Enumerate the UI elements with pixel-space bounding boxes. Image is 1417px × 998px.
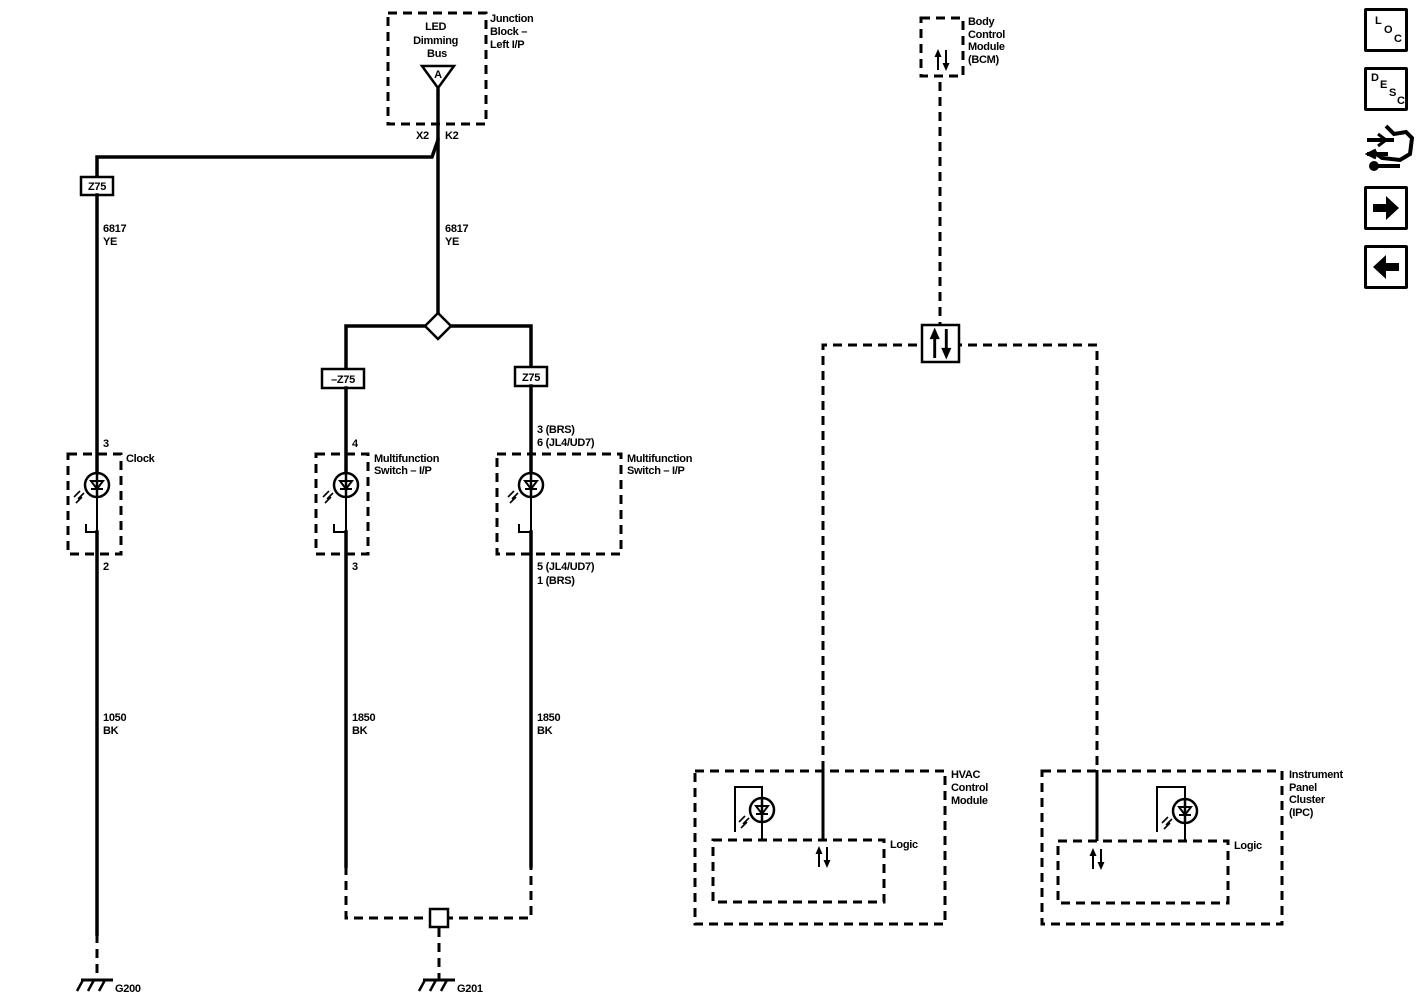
next-page-button[interactable] — [1364, 186, 1408, 230]
bus-connector-triangle — [419, 64, 457, 91]
loc-letter-c: C — [1394, 33, 1402, 45]
terminal-x2-label: X2 — [416, 130, 429, 142]
desc-letter-d: D — [1371, 72, 1379, 84]
connector-end-view-icon — [1364, 124, 1415, 171]
option-box-minus-z75 — [320, 367, 366, 390]
clock-pin-bottom: 2 — [103, 561, 109, 573]
hvac-module-label: HVAC Control Module — [951, 769, 991, 807]
mid-lamp-icon — [321, 471, 360, 505]
clock-component-outline — [66, 452, 123, 556]
ipc-lamp-circuit — [1156, 786, 1186, 832]
mid-switch-label: Multifunction Switch – I/P — [374, 453, 442, 477]
terminal-k2-label: K2 — [445, 130, 459, 142]
ipc-logic-block — [1056, 839, 1230, 905]
loc-letter-o: O — [1384, 24, 1393, 36]
junction-block-name: Junction Block – Left I/P — [490, 13, 536, 51]
clock-label: Clock — [126, 453, 156, 465]
previous-page-button[interactable] — [1364, 245, 1408, 289]
hvac-module-outline — [693, 769, 947, 926]
right-switch-outline — [495, 452, 623, 556]
left-circuit-label: 6817 YE — [103, 223, 129, 248]
description-button[interactable]: D E S C — [1364, 67, 1408, 111]
mid-pin-top: 4 — [352, 438, 359, 450]
clock-lamp-icon — [72, 471, 111, 505]
ground-icon-g201 — [417, 978, 457, 993]
ipc-lamp-icon — [1160, 797, 1199, 831]
mid-switch-outline — [314, 452, 370, 556]
mid-pin-bottom: 3 — [352, 561, 358, 573]
serial-data-splice-box — [920, 323, 961, 364]
option-label-z75-right: Z75 — [522, 372, 540, 384]
clock-pin-top: 3 — [103, 438, 109, 450]
hvac-logic-label: Logic — [890, 839, 918, 851]
ground-splice-dashed — [344, 866, 533, 920]
desc-letter-e: E — [1380, 79, 1388, 91]
mid-switch-symbol — [333, 497, 347, 533]
option-label-minus-z75: –Z75 — [331, 374, 355, 386]
mid-ground-circuit-label: 1850 BK — [352, 712, 378, 737]
bcm-label: Body Control Module (BCM) — [968, 16, 1008, 66]
ipc-bidirectional-icon — [1088, 847, 1106, 871]
hvac-bidirectional-icon — [814, 845, 832, 869]
loc-letter-l: L — [1375, 15, 1382, 27]
desc-letter-s: S — [1389, 87, 1397, 99]
ground-splice-box — [428, 907, 450, 929]
location-button[interactable]: L O C — [1364, 8, 1408, 52]
right-switch-label: Multifunction Switch – I/P — [627, 453, 695, 477]
splice-diamond — [423, 311, 453, 341]
hvac-lamp-icon — [737, 796, 776, 830]
bcm-outline — [919, 16, 965, 78]
desc-letter-c: C — [1397, 95, 1405, 107]
right-arrow-icon — [1373, 196, 1399, 220]
left-ground-circuit-label: 1050 BK — [103, 712, 129, 737]
right-ground-circuit-label: 1850 BK — [537, 712, 563, 737]
hvac-logic-block — [711, 838, 886, 904]
ipc-label: Instrument Panel Cluster (IPC) — [1289, 769, 1346, 819]
right-switch-symbol — [518, 497, 532, 533]
right-pin-bottom: 5 (JL4/UD7) 1 (BRS) — [537, 561, 597, 587]
right-pin-top: 3 (BRS) 6 (JL4/UD7) — [537, 424, 595, 449]
option-label-z75-left: Z75 — [88, 181, 106, 193]
bcm-bidirectional-icon — [933, 48, 951, 72]
main-circuit-label: 6817 YE — [445, 223, 471, 248]
led-dimming-bus-label: LED Dimming Bus — [413, 21, 461, 60]
hvac-lamp-circuit — [734, 786, 763, 832]
ipc-outline — [1040, 769, 1284, 926]
left-arrow-icon — [1373, 255, 1399, 279]
serial-data-bus — [821, 343, 1099, 770]
ground-label-g201: G201 — [457, 983, 483, 995]
right-lamp-icon — [506, 471, 545, 505]
ground-icon-g200 — [75, 978, 115, 993]
connector-end-view-button[interactable] — [1364, 124, 1415, 176]
clock-switch-symbol — [85, 497, 98, 533]
ground-label-g200: G200 — [115, 983, 141, 995]
left-feed-wire — [95, 88, 440, 180]
bus-pin-label: A — [434, 69, 442, 81]
ipc-logic-label: Logic — [1234, 840, 1262, 852]
